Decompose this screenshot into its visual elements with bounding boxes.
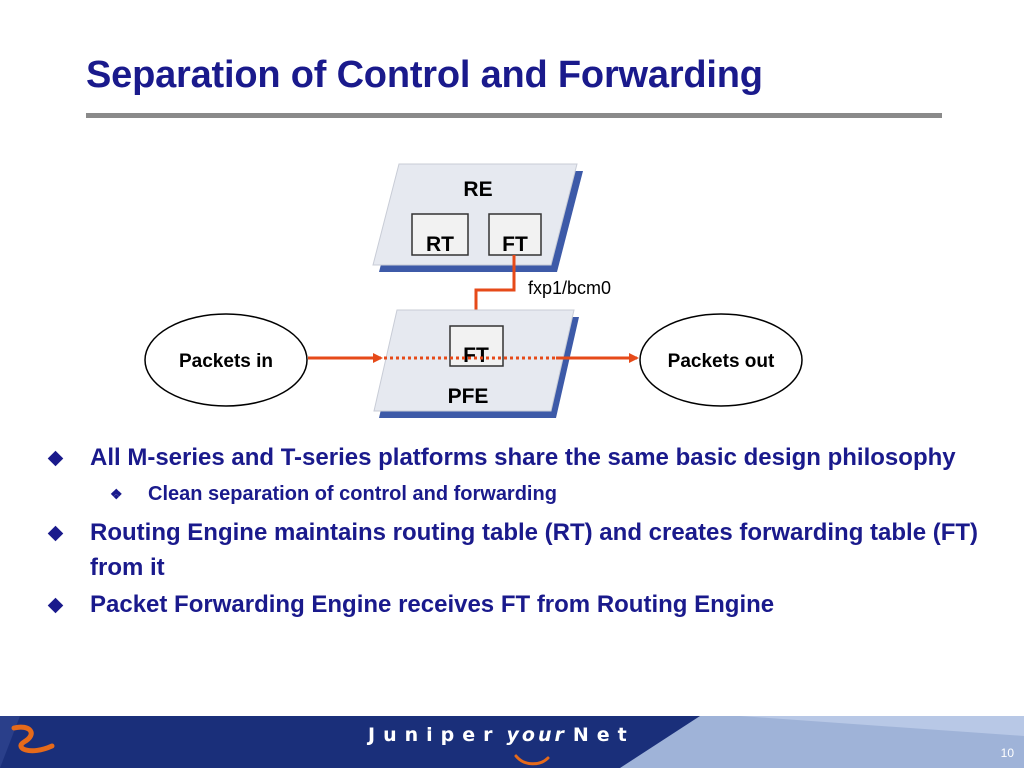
bullet-text: Routing Engine maintains routing table (… (90, 519, 979, 581)
your-swoosh-icon (514, 754, 550, 766)
packets-out-label: Packets out (668, 351, 775, 372)
footer-word-juniper: Juniper (368, 724, 501, 746)
bullet-item: Routing Engine maintains routing table (… (40, 515, 980, 585)
packets-out-ellipse (639, 313, 803, 407)
packets-in-label: Packets in (179, 351, 273, 372)
ft-download-arrow (471, 255, 516, 322)
sub-bullet-text: Clean separation of control and forwardi… (148, 483, 557, 505)
juniper-swoosh-icon (11, 724, 55, 754)
diamond-bullet-icon (47, 525, 64, 542)
pfe-ft-label: FT (463, 344, 489, 367)
page-number: 10 (1000, 746, 1014, 760)
bullet-text: Packet Forwarding Engine receives FT fro… (90, 591, 775, 618)
re-rt-label: RT (426, 233, 454, 256)
link-label: fxp1/bcm0 (528, 278, 611, 298)
footer-background (0, 716, 1024, 768)
bullet-list: All M-series and T-series platforms shar… (40, 440, 980, 624)
packets-in-ellipse (144, 313, 308, 407)
sub-bullet-item: ❖ Clean separation of control and forwar… (40, 477, 980, 511)
re-ft-box (488, 213, 542, 256)
re-ft-label: FT (502, 233, 528, 256)
re-label: RE (463, 178, 492, 201)
bullet-item: Packet Forwarding Engine receives FT fro… (40, 587, 980, 622)
bullet-item: All M-series and T-series platforms shar… (40, 440, 980, 475)
slide-title: Separation of Control and Forwarding (86, 54, 763, 96)
control-forwarding-diagram: RE RT FT fxp1/bcm0 FT PFE Packets in Pac… (144, 163, 803, 418)
footer-word-your: your (506, 724, 567, 746)
four-diamond-bullet-icon: ❖ (110, 486, 123, 502)
footer-word-net: Net (572, 724, 635, 746)
diamond-bullet-icon (47, 597, 64, 614)
footer-band (0, 716, 1024, 768)
title-divider (86, 113, 942, 118)
diamond-bullet-icon (47, 450, 64, 467)
re-rt-box (411, 213, 469, 256)
pfe-label: PFE (448, 385, 489, 408)
bullet-text: All M-series and T-series platforms shar… (90, 444, 956, 471)
